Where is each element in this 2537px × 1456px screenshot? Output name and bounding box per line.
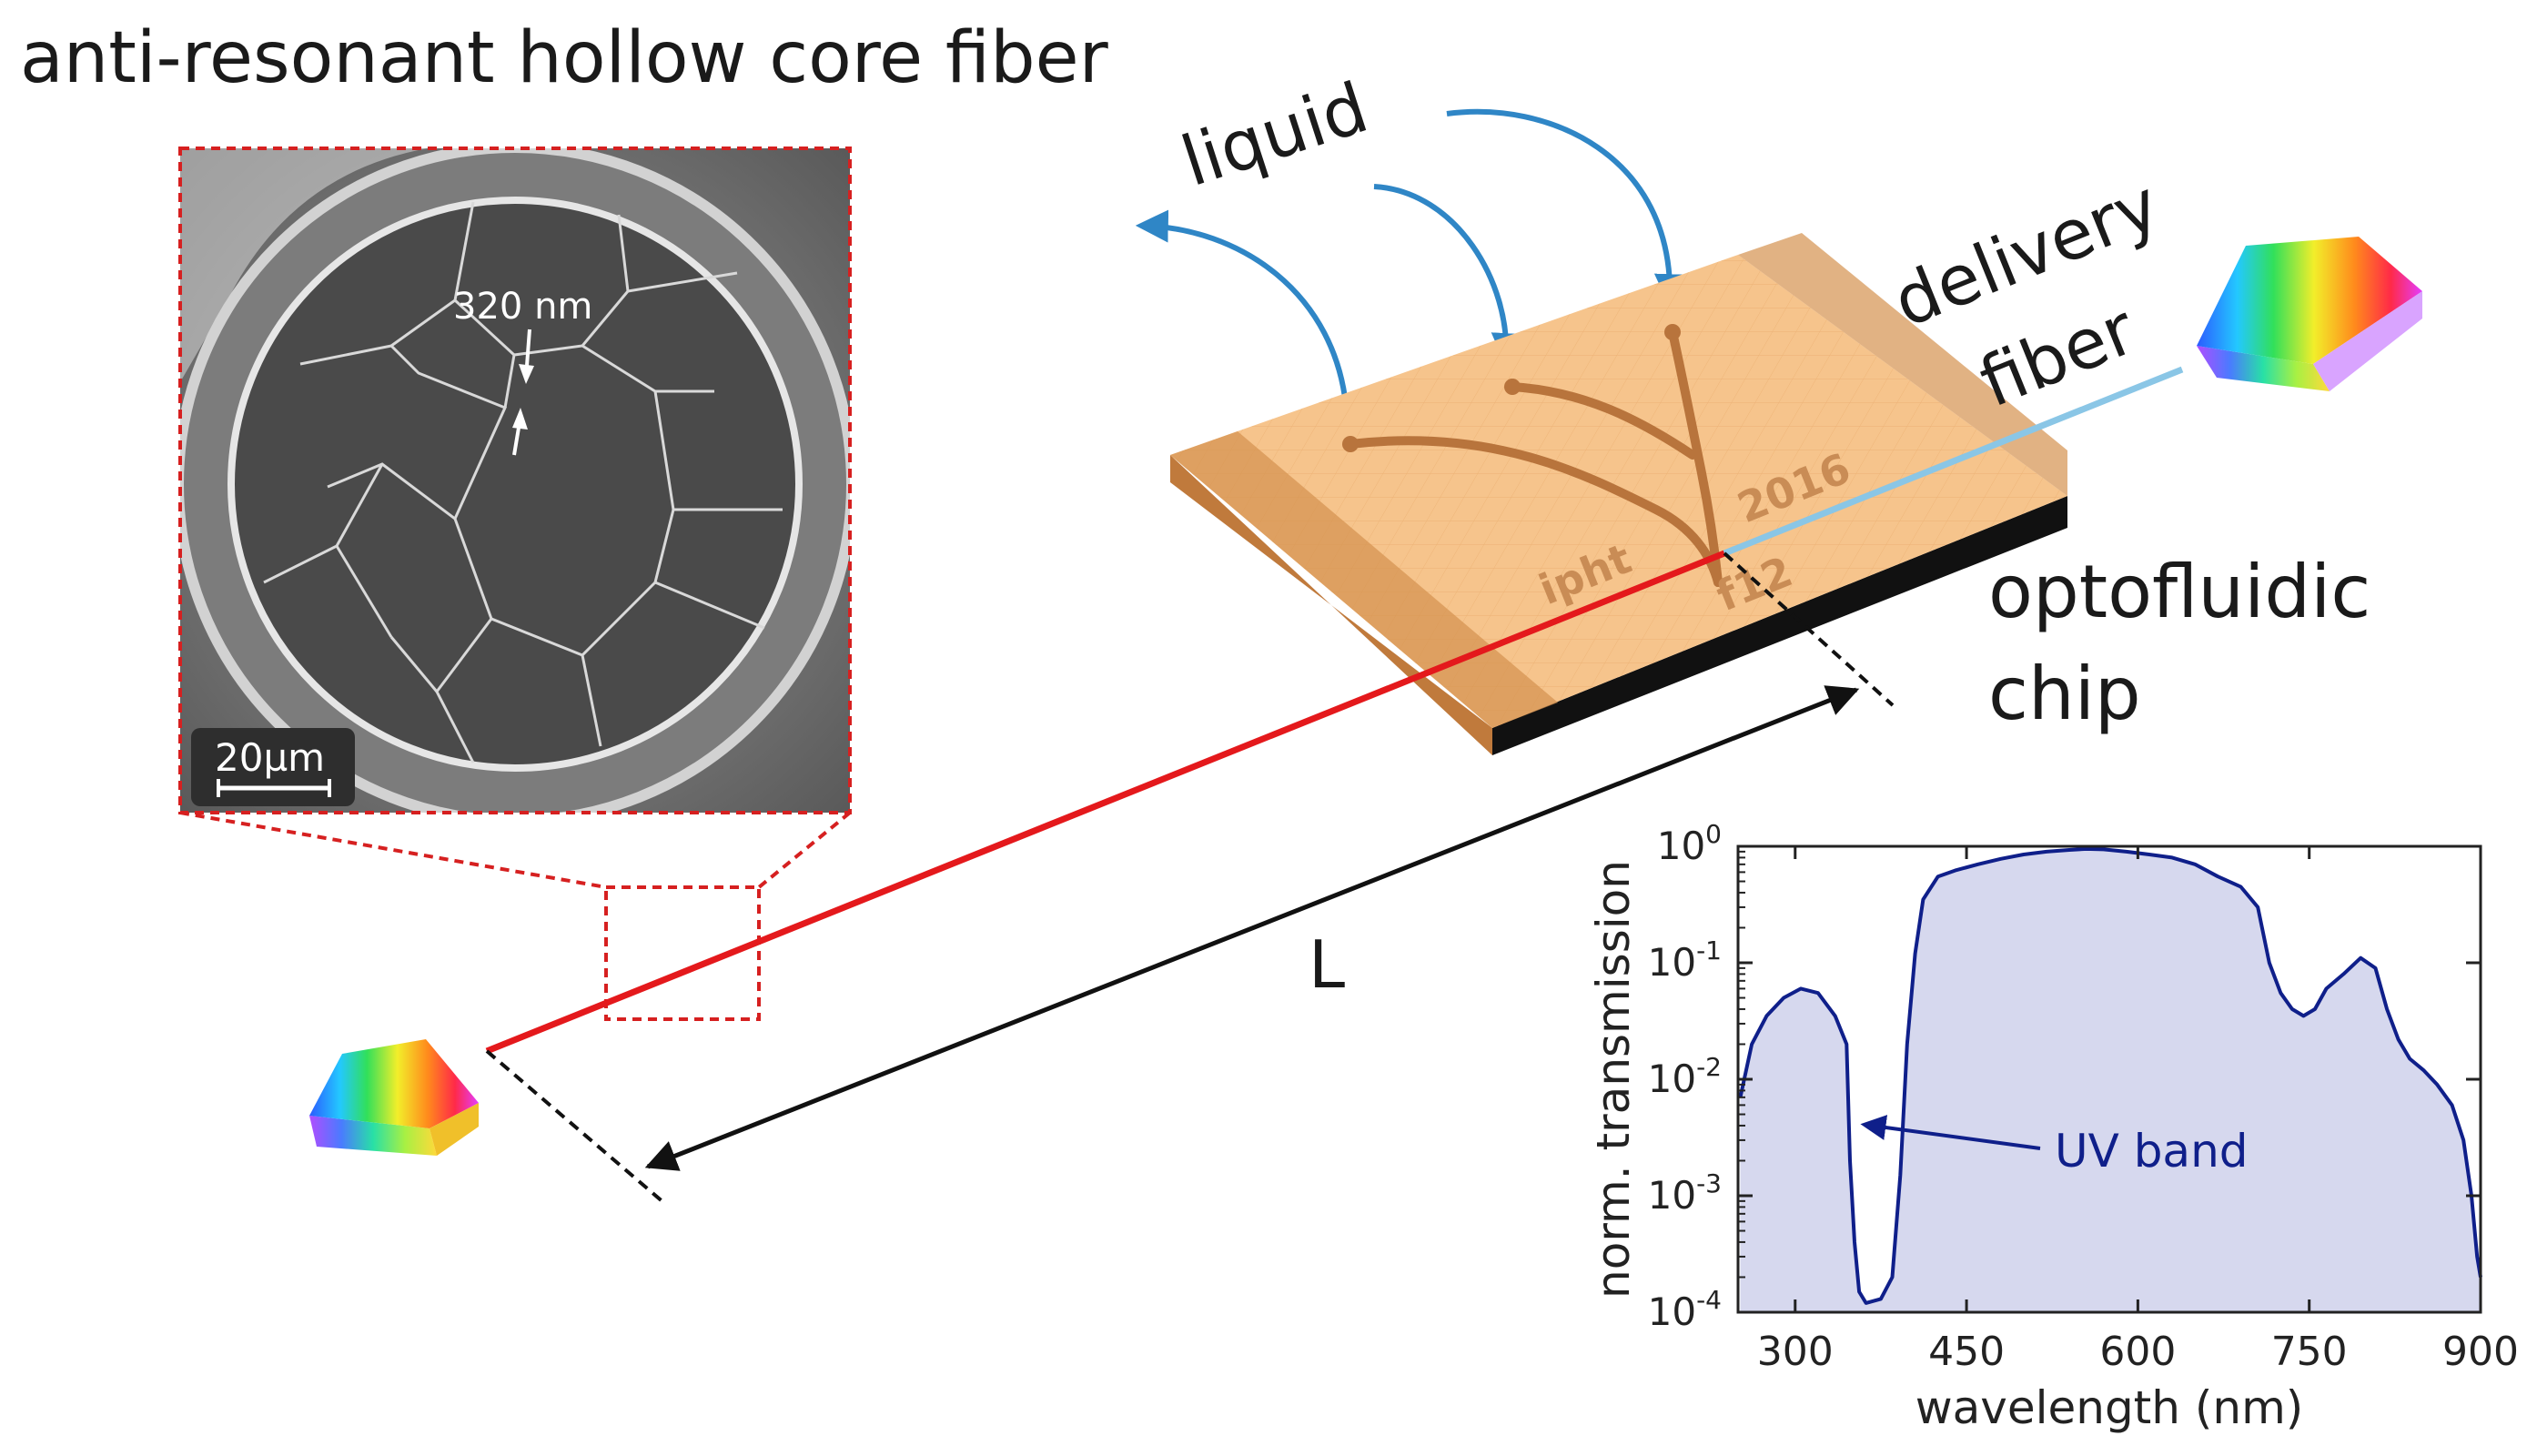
microchannels: [1346, 328, 1723, 587]
y-tick-label: 10-2: [1648, 1052, 1722, 1101]
liquid-label: liquid: [1172, 66, 1377, 202]
x-axis-label: wavelength (nm): [1915, 1381, 2304, 1434]
x-tick-label: 900: [2442, 1329, 2519, 1375]
delivery-label: delivery: [1882, 164, 2169, 343]
y-tick-label: 10-3: [1648, 1168, 1722, 1218]
uv-band-label: UV band: [2055, 1125, 2249, 1178]
liquid-inlet-arrow-2: [1446, 108, 1687, 308]
sem-inset-border: [178, 147, 852, 814]
liquid-arrows: [1135, 108, 1687, 415]
length-reference-left: [485, 1049, 666, 1205]
wall-arrow-top-head: [519, 364, 534, 384]
scalebar-label: 20µm: [215, 735, 325, 780]
transmission-chart: 300 450 600 750 900 100 10-1 10-2 10-3 10-4 wavele…: [1587, 819, 2519, 1434]
output-light-source: [2197, 237, 2422, 391]
length-label: L: [1309, 926, 1345, 1003]
y-tick-label: 100: [1657, 819, 1722, 868]
liquid-outlet-arrow: [1135, 209, 1349, 415]
wall-arrow-bottom-head: [512, 408, 528, 430]
x-tick-label: 450: [1928, 1329, 2005, 1375]
input-light-source: [309, 1039, 479, 1156]
wall-thickness-label: 320 nm: [453, 286, 592, 328]
figure-title: anti-resonant hollow core fiber: [20, 17, 1109, 99]
fiber-core-region: [227, 197, 803, 772]
y-tick-label: 10-4: [1648, 1285, 1722, 1334]
zoom-indicator: [179, 811, 852, 1021]
transmission-area: [1740, 848, 2481, 1312]
y-tick-label: 10-1: [1648, 935, 1722, 985]
sem-inset: 320 nm 20µm: [180, 148, 850, 813]
chip-right-edge-band: [1738, 233, 2067, 496]
y-axis-label: norm. transmission: [1587, 860, 1640, 1299]
delivery-fiber: [1723, 366, 2184, 557]
optofluidic-label: optofluidic: [1988, 550, 2370, 634]
sem-bright-corner: [180, 148, 428, 382]
capillary-walls: [263, 201, 783, 763]
x-tick-label: 600: [2099, 1329, 2176, 1375]
chip-left-edge-band: [1170, 431, 1558, 728]
length-reference-right: [1723, 551, 1895, 707]
x-tick-label: 750: [2271, 1329, 2348, 1375]
uv-band-arrow: [1860, 1115, 2041, 1150]
x-tick-label: 300: [1757, 1329, 1834, 1375]
liquid-inlet-arrow-1: [1373, 184, 1524, 367]
length-arrow: [644, 685, 1860, 1171]
chip-label: chip: [1988, 652, 2141, 736]
